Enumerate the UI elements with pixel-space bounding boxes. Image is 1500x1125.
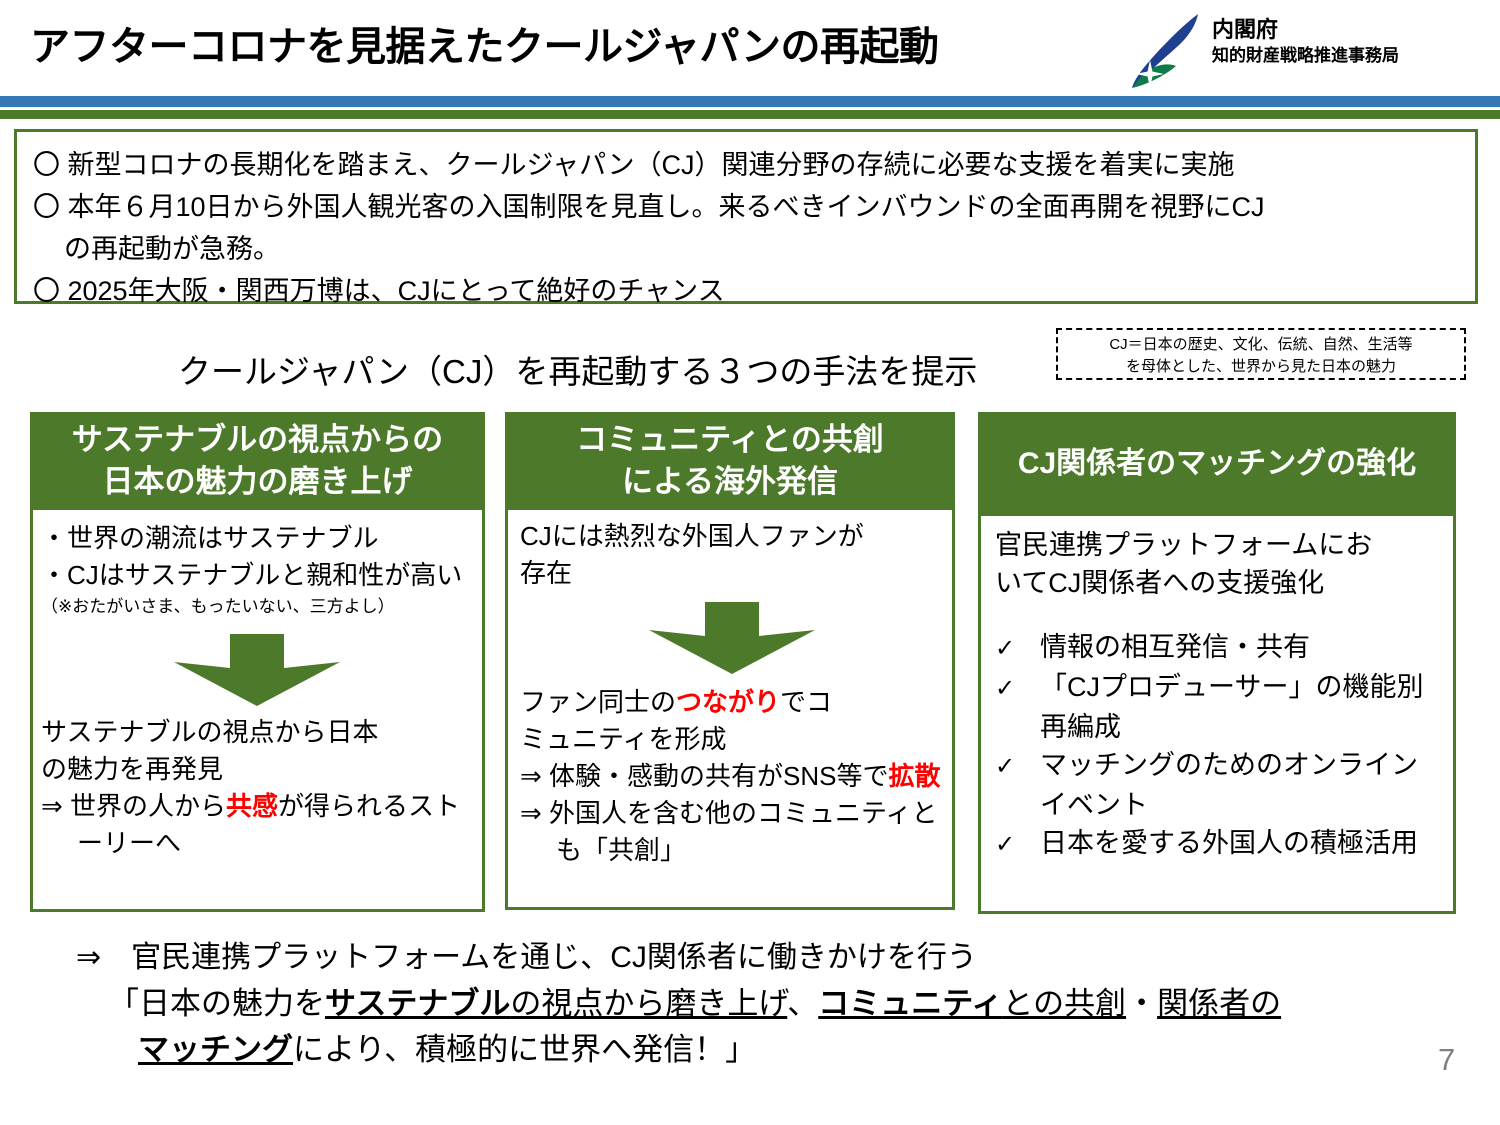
- intro-line: CJには熱烈な外国人ファンが: [520, 521, 864, 551]
- bullet-text-cont: が高い: [384, 560, 463, 590]
- body-line: ⇒ 体験・感動の共有がSNS等で拡散: [520, 758, 944, 795]
- down-block-arrow-icon: [173, 634, 340, 706]
- header-rule-green: [0, 110, 1500, 119]
- organization-logo: 内閣府 知的財産戦略推進事務局: [1120, 12, 1450, 90]
- quote-mid: 、: [787, 986, 819, 1021]
- body-line: ミュニティを形成: [520, 724, 727, 754]
- bullet-text: ・CJはサステナブルと親和性: [41, 560, 385, 590]
- result-line: サステナブルの視点から日本: [41, 717, 379, 747]
- slide-header: アフターコロナを見据えたクールジャパンの再起動 内閣府 知的財産戦略推進事務局: [0, 0, 1500, 94]
- column-header: コミュニティとの共創 による海外発信: [505, 412, 955, 510]
- check-item-text-cont: 活用: [1364, 828, 1418, 858]
- emphasis-matching: マッチング: [138, 1032, 293, 1067]
- page-number: 7: [1438, 1042, 1456, 1077]
- column-header: CJ関係者のマッチングの強化: [978, 412, 1456, 516]
- summary-line: 〇 本年６月10日から外国人観光客の入国制限を見直し。来るべきインバウンドの全面…: [33, 192, 1265, 222]
- check-list-item: ✓ マッチングのためのオンラインイベント: [995, 746, 1443, 824]
- method-column-sustainable: サステナブルの視点からの 日本の魅力の磨き上げ ・世界の潮流はサステナブル ・C…: [30, 412, 485, 912]
- subtitle: クールジャパン（CJ）を再起動する３つの手法を提示: [178, 353, 978, 390]
- body-line: ファン同士のつながりでコ: [520, 684, 944, 721]
- column-header-line: 日本の魅力の磨き上げ: [102, 464, 413, 499]
- body-text: ⇒ 外国人を含む他のコミュニ: [520, 798, 862, 828]
- highlight-kyokan: 共感: [226, 791, 279, 821]
- emphasis-community: コミュニティ: [818, 986, 1003, 1021]
- summary-line: 〇 新型コロナの長期化を踏まえ、クールジャパン（CJ）関連分野の存続に必要な支援…: [33, 150, 1235, 180]
- conclusion-quote-line-1: 「日本の魅力をサステナブルの視点から磨き上げ、コミュニティとの共創・関係者の: [62, 981, 1462, 1027]
- cj-note-line: を母体とした、世界から見た日本の魅力: [1125, 358, 1396, 375]
- spacer: [995, 602, 1443, 628]
- result-text-post: が得られ: [278, 791, 383, 821]
- check-item-text: 情報の相互発信・共有: [1040, 632, 1310, 662]
- check-list-item: ✓ 「CJプロデューサー」の機能別再編成: [995, 668, 1443, 746]
- conclusion-line-1: ⇒ 官民連携プラットフォームを通じ、CJ関係者に働きかけを行う: [76, 941, 977, 974]
- check-list-item: ✓ 日本を愛する外国人の積極活用: [995, 824, 1443, 864]
- highlight-kakusan: 拡散: [888, 761, 941, 791]
- checkmark-icon: ✓: [995, 635, 1016, 662]
- underline-text-1: の視点から磨き上げ: [510, 986, 788, 1021]
- column-body: ・世界の潮流はサステナブル ・CJはサステナブルと親和性が高い （※おたがいさま…: [30, 510, 485, 912]
- conclusion-block: ⇒ 官民連携プラットフォームを通じ、CJ関係者に働きかけを行う 「日本の魅力をサ…: [62, 935, 1462, 1073]
- emphasis-sustainable: サステナブル: [325, 986, 511, 1021]
- checkmark-icon: ✓: [995, 831, 1016, 858]
- cj-definition-note: CJ＝日本の歴史、文化、伝統、自然、生活等 を母体とした、世界から見た日本の魅力: [1056, 328, 1466, 380]
- org-name-sub: 知的財産戦略推進事務局: [1212, 46, 1399, 65]
- intro-line: 存在: [520, 558, 573, 588]
- body-text-cont: ティとも「共創」: [556, 798, 938, 865]
- body-text-pre: ⇒ 体験・感動の共有がSNS等: [520, 761, 863, 791]
- cabinet-office-sail-logo-icon: [1132, 14, 1198, 88]
- organization-logo-text: 内閣府 知的財産戦略推進事務局: [1212, 16, 1399, 68]
- summary-line: の再起動が急務。: [64, 234, 280, 264]
- bullet-item: ・世界の潮流はサステナブル: [41, 523, 379, 553]
- column-header-line: CJ関係者のマッチングの強化: [1017, 447, 1417, 480]
- check-item-text-cont: インイベント: [1040, 750, 1418, 820]
- header-rule-blue: [0, 96, 1500, 107]
- result-line: の魅力を再発見: [41, 754, 224, 784]
- check-item-text: マッチングのためのオンラ: [1040, 750, 1364, 780]
- method-column-community: コミュニティとの共創 による海外発信 CJには熱烈な外国人ファンが 存在 ファン…: [505, 412, 955, 910]
- body-text-pre: ファン同士の: [520, 687, 677, 717]
- conclusion-quote-line-2: マッチングにより、積極的に世界へ発信！」: [62, 1027, 1462, 1073]
- check-item-text-cont: 能別再編成: [1040, 672, 1424, 742]
- down-block-arrow-icon: [649, 602, 815, 674]
- cj-note-line: CJ＝日本の歴史、文化、伝統、自然、生活等: [1109, 336, 1413, 353]
- bullet-note: （※おたがいさま、もったいない、三方よし）: [41, 597, 395, 616]
- result-line: ⇒ 世界の人から共感が得られるストーリーへ: [41, 788, 472, 862]
- column-body: 官民連携プラットフォームにお いてCJ関係者への支援強化 ✓ 情報の相互発信・共有…: [978, 516, 1456, 914]
- underline-text-3: 関係者の: [1157, 986, 1282, 1021]
- underline-text-2: との共創: [1002, 986, 1127, 1021]
- checkmark-icon: ✓: [995, 675, 1016, 702]
- column-body: CJには熱烈な外国人ファンが 存在 ファン同士のつながりでコ ミュニティを形成 …: [505, 510, 955, 910]
- bullet-item: ・CJはサステナブルと親和性が高い: [41, 557, 472, 594]
- body-text-cont: で: [862, 761, 889, 791]
- column-header-line: による海外発信: [621, 464, 839, 499]
- method-column-matching: CJ関係者のマッチングの強化 官民連携プラットフォームにお いてCJ関係者への支…: [978, 412, 1456, 914]
- quote-tail: により、積極的に世界へ発信！」: [293, 1032, 757, 1067]
- page-title: アフターコロナを見据えたクールジャパンの再起動: [30, 25, 939, 69]
- check-list-item: ✓ 情報の相互発信・共有: [995, 628, 1443, 668]
- quote-sep: ・: [1126, 986, 1158, 1021]
- check-item-text: 日本を愛する外国人の積極: [1040, 828, 1364, 858]
- column-header-line: コミュニティとの共創: [576, 422, 884, 457]
- checkmark-icon: ✓: [995, 753, 1016, 780]
- body-line: ⇒ 外国人を含む他のコミュニティとも「共創」: [520, 795, 944, 869]
- highlight-tsunagari: つながり: [676, 687, 781, 717]
- body-text-post: でコ: [780, 687, 833, 717]
- intro-line: 官民連携プラットフォームにお: [995, 530, 1373, 560]
- intro-line: いてCJ関係者への支援強化: [995, 568, 1325, 598]
- column-header-line: サステナブルの視点からの: [71, 422, 444, 457]
- summary-line: 〇 2025年大阪・関西万博は、CJにとって絶好のチャンス: [33, 276, 725, 306]
- quote-open: 「日本の魅力を: [108, 986, 325, 1021]
- org-name-main: 内閣府: [1212, 17, 1279, 42]
- summary-box: 〇 新型コロナの長期化を踏まえ、クールジャパン（CJ）関連分野の存続に必要な支援…: [14, 129, 1478, 306]
- column-header: サステナブルの視点からの 日本の魅力の磨き上げ: [30, 412, 485, 510]
- result-text-cont: るストーリーへ: [77, 791, 461, 858]
- result-text-pre: ⇒ 世界の人から: [41, 791, 227, 821]
- check-item-text: 「CJプロデューサー」の機: [1040, 672, 1370, 702]
